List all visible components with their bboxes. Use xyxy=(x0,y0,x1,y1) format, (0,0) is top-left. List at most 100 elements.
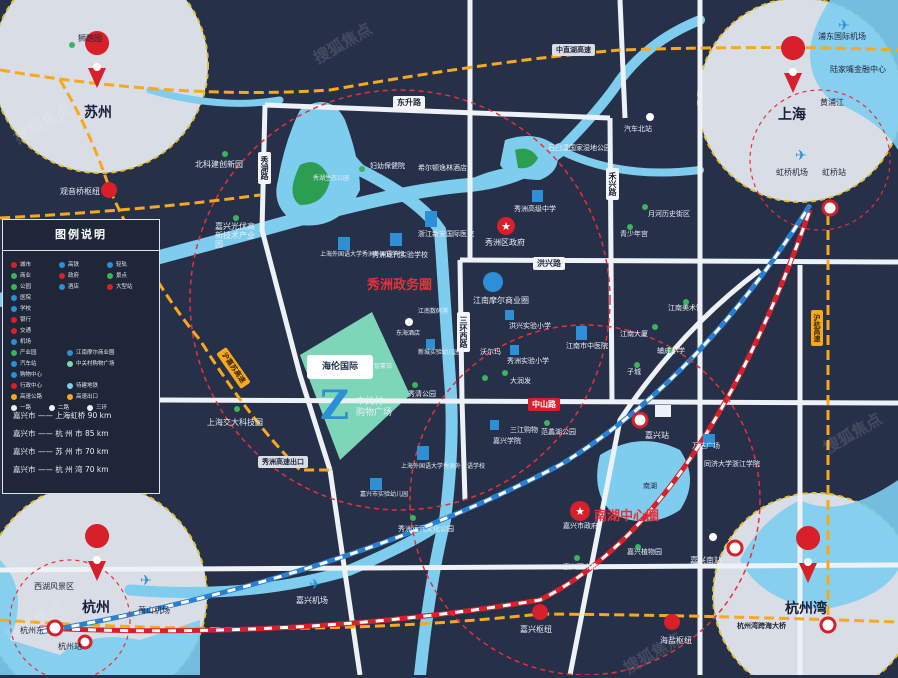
city-hangzhouwan: 杭州湾 xyxy=(785,601,827,617)
svg-text:★: ★ xyxy=(575,505,585,518)
distance-row: 嘉兴市 —— 杭 州 湾 70 km xyxy=(13,465,109,474)
shanghai-water xyxy=(810,0,898,150)
poi-label: 江南美术馆 xyxy=(668,304,703,312)
poi-label: 东海酒店 xyxy=(396,330,421,337)
legend-item: 学校 xyxy=(11,304,31,312)
poi-label: 嘉兴学院 xyxy=(493,437,521,445)
label-shipaoyuan: 狮跑园 xyxy=(78,34,102,43)
project-site xyxy=(300,312,410,460)
svg-text:✈: ✈ xyxy=(838,18,850,34)
poi-label: 海盐枢纽 xyxy=(660,636,692,645)
legend-grid: 城市 高铁 轻轨 商业 政府 景点 公园 酒店 大型站 医院 学校 银行 交通 … xyxy=(11,260,151,411)
project-name-1: 中关村 xyxy=(356,397,384,407)
poi-label: 同济大学浙江学院 xyxy=(704,460,760,468)
legend-item: 商业 xyxy=(11,271,31,279)
poi-label: 月河历史街区 xyxy=(648,210,690,218)
poi-label: 嘉兴图书馆 xyxy=(563,563,598,571)
svg-text:✈: ✈ xyxy=(795,148,807,164)
distance-row: 嘉兴市 —— 上海虹桥 90 km xyxy=(13,411,112,420)
poi-label: 大润发 xyxy=(510,377,531,385)
poi-label: 三江购物 xyxy=(510,426,538,434)
poi-label: 智蒙馆 xyxy=(374,363,393,370)
label-huangpu: 黄浦江 xyxy=(820,98,844,107)
poi-label: 子城 xyxy=(627,368,641,376)
xiuhu-lake xyxy=(276,102,360,226)
zgc-logo: Z xyxy=(320,382,350,429)
poi-label: 秀清公园 xyxy=(408,390,436,398)
highway-exit: 秀洲高速出口 xyxy=(258,456,308,468)
road-dongsheng: 东升路 xyxy=(393,96,425,109)
hangzhou-water xyxy=(0,560,200,675)
poi-label: 青少年宫 xyxy=(620,230,648,238)
poi-label: 沃尔玛 xyxy=(480,348,501,356)
legend-item: 酒店 xyxy=(59,282,79,290)
road-xiuhu: 秀湖路 xyxy=(258,152,271,184)
poi-label: 希尔顿逸林酒店 xyxy=(418,164,467,172)
xiuhu-island xyxy=(292,162,330,205)
distance-row: 嘉兴市 —— 苏 州 市 70 km xyxy=(13,447,109,456)
city-pins xyxy=(85,31,821,583)
poi-label: 秀洲区政府 xyxy=(485,238,525,247)
legend-item: 轻轨 xyxy=(107,260,127,268)
poi-label: 浙江新安国际医院 xyxy=(418,230,474,238)
poi-label: 嘉兴植物园 xyxy=(627,548,662,556)
poi-label: 嘉兴市政府 xyxy=(563,522,598,530)
legend-panel: 图例说明 城市 高铁 轻轨 商业 政府 景点 公园 酒店 大型站 医院 学校 银… xyxy=(2,219,160,494)
label-hangzhoudong: 杭州东 xyxy=(20,626,44,635)
legend-item: 二路 xyxy=(49,403,69,411)
poi-label: 南湖 xyxy=(643,482,657,490)
legend-item: 江南摩尔商业圈 xyxy=(67,348,115,356)
legend-item: 高速出口 xyxy=(67,392,98,400)
poi-label: 新城实验幼儿园 xyxy=(418,349,461,356)
poi-label: 北科建创新园 xyxy=(195,160,243,169)
legend-item: 大型站 xyxy=(107,282,133,290)
poi-label: 江南大厦 xyxy=(620,330,648,338)
xiuzhou-zone xyxy=(189,89,611,511)
nanhu-lake xyxy=(597,441,690,522)
label-guanyinqiao: 观音桥枢纽 xyxy=(60,187,100,196)
poi-label: 秀洲高级中学 xyxy=(514,205,556,213)
star-glyphs: ★ ★ xyxy=(501,220,585,518)
poi-label: 妇幼保健院 xyxy=(370,162,405,170)
suzhou-circle xyxy=(0,0,209,174)
label-pudong-airport: 浦东国际机场 xyxy=(818,32,866,41)
gov-star-icons xyxy=(497,217,590,521)
road-hongxing: 洪兴路 xyxy=(533,257,565,270)
road-zhongshan: 中山路 xyxy=(528,398,560,411)
xiuzhou-zone-label: 秀洲政务圈 xyxy=(367,278,433,293)
legend-item: 产业园 xyxy=(11,348,37,356)
station-markers xyxy=(46,182,839,650)
poi-label: 洪兴实验小学 xyxy=(509,322,551,330)
nanhu-zone-label: 南湖中心圈 xyxy=(594,509,660,524)
city-pin-holes xyxy=(93,63,812,566)
legend-item: 一路 xyxy=(11,403,31,411)
city-suzhou: 苏州 xyxy=(84,105,112,121)
project-brand-logo: 海伦国际 xyxy=(307,355,373,379)
svg-text:✈: ✈ xyxy=(309,577,321,593)
road-sanhuanxi: 三环西路 xyxy=(457,312,470,352)
hangzhou-ring xyxy=(9,559,131,675)
poi-label: 石臼漾国家湿地公园 xyxy=(548,144,611,152)
label-hongqiao-station: 虹桥站 xyxy=(822,168,846,177)
legend-item: 高速公路 xyxy=(11,392,42,400)
shanghai-ring xyxy=(749,89,891,231)
hangzhouwan-water xyxy=(740,480,898,610)
poi-label: 秀洲现代实验学校 xyxy=(372,251,428,259)
highway-bridge: 杭州湾跨海大桥 xyxy=(733,620,790,632)
highway-hujia: 沪杭高速 xyxy=(811,310,823,346)
poi-label: 辅成小学 xyxy=(657,347,685,355)
legend-item: 汽车站 xyxy=(11,359,37,367)
legend-item: 行政中心 xyxy=(11,381,42,389)
poi-label: 范蠡湖公园 xyxy=(541,428,576,436)
label-lujiazui: 陆家嘴金融中心 xyxy=(830,65,886,74)
label-hongqiao-airport: 虹桥机场 xyxy=(776,168,808,177)
shijiuyang-green xyxy=(515,148,538,169)
svg-text:★: ★ xyxy=(501,220,511,233)
poi-label: 江南市中医院 xyxy=(566,342,608,350)
poi-label: 上海交大科技园 xyxy=(207,418,263,427)
label-xihu: 西湖风景区 xyxy=(34,582,74,591)
nanhu-zone xyxy=(409,324,761,675)
legend-item: 公园 xyxy=(11,282,31,290)
railways xyxy=(39,203,813,635)
label-hangzhouzhan: 杭州站 xyxy=(58,642,82,651)
